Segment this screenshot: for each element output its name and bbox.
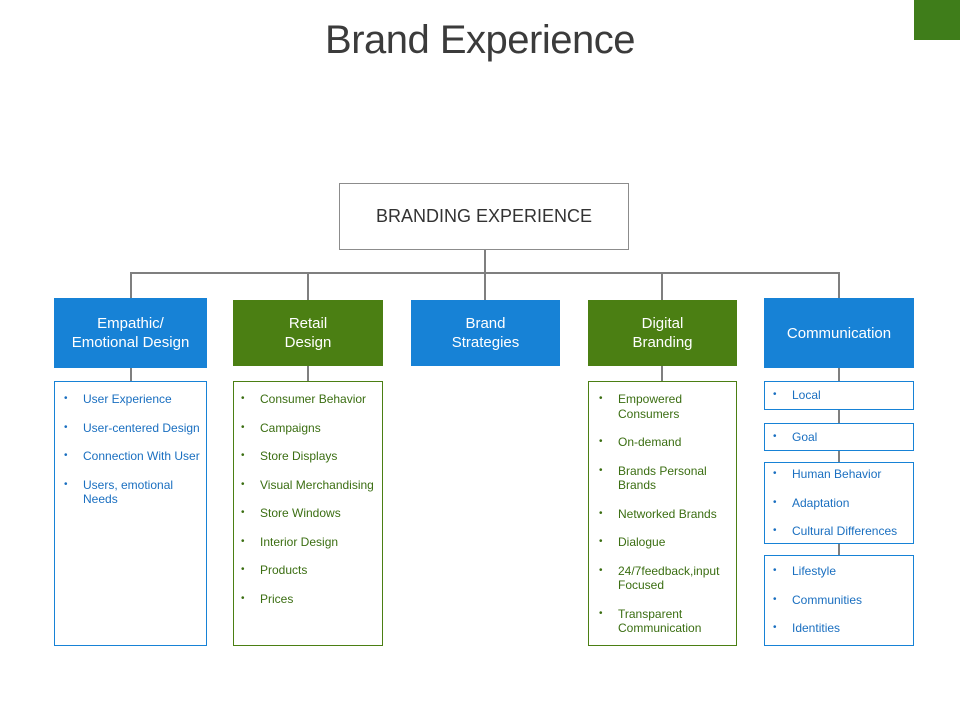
list-item: Communities xyxy=(773,593,913,608)
connector-root-down xyxy=(484,250,486,273)
list-retail-design: Consumer Behavior Campaigns Store Displa… xyxy=(233,381,383,646)
list-empathic-emotional-design: User Experience User-centered Design Con… xyxy=(54,381,207,646)
connector-comm-c xyxy=(838,451,840,462)
heading-label: Retail Design xyxy=(284,315,332,351)
list-item: Store Windows xyxy=(241,506,378,521)
list-item: Human Behavior xyxy=(773,467,913,482)
connector-comm-d xyxy=(838,544,840,555)
connector-head-2-list xyxy=(307,366,309,381)
heading-label: Empathic/ Emotional Design xyxy=(71,315,190,351)
list-item: 24/7feedback,input Focused xyxy=(599,564,728,593)
list-item: Dialogue xyxy=(599,535,728,550)
list-item: Lifestyle xyxy=(773,564,913,579)
connector-head-1-list xyxy=(130,368,132,381)
group-lifestyle: Lifestyle Communities Identities xyxy=(764,555,914,646)
list-item: Connection With User xyxy=(64,449,200,464)
list-item: Store Displays xyxy=(241,449,378,464)
connector-col-5 xyxy=(838,272,840,299)
heading-label: Brand Strategies xyxy=(451,315,520,351)
slide-title: Brand Experience xyxy=(325,18,635,62)
connector-col-4 xyxy=(661,272,663,300)
connector-col-2 xyxy=(307,272,309,300)
list-item: Consumer Behavior xyxy=(241,392,378,407)
list-item: Campaigns xyxy=(241,421,378,436)
connector-comm-b xyxy=(838,409,840,423)
list-item: On-demand xyxy=(599,435,728,450)
root-node-label: BRANDING EXPERIENCE xyxy=(375,206,593,226)
corner-accent xyxy=(914,0,960,40)
list-item: Cultural Differences xyxy=(773,524,913,539)
list-item: Adaptation xyxy=(773,496,913,511)
heading-label: Digital Branding xyxy=(632,315,693,351)
list-item: Empowered Consumers xyxy=(599,392,728,421)
list-item: Interior Design xyxy=(241,535,378,550)
group-human-behavior: Human Behavior Adaptation Cultural Diffe… xyxy=(764,462,914,544)
group-goal: Goal xyxy=(764,423,914,451)
list-item: Goal xyxy=(773,430,818,445)
list-item: Visual Merchandising xyxy=(241,478,378,493)
list-item: Products xyxy=(241,563,378,578)
list-item: Prices xyxy=(241,592,378,607)
heading-retail-design: Retail Design xyxy=(233,300,383,366)
list-item: Brands Personal Brands xyxy=(599,464,728,493)
connector-comm-a xyxy=(838,368,840,381)
list-item: Users, emotional Needs xyxy=(64,478,200,507)
heading-empathic-emotional-design: Empathic/ Emotional Design xyxy=(54,298,207,368)
connector-head-4-list xyxy=(661,366,663,381)
connector-col-1 xyxy=(130,272,132,299)
list-item: Identities xyxy=(773,621,913,636)
list-item: Networked Brands xyxy=(599,507,728,522)
list-item: User Experience xyxy=(64,392,200,407)
heading-digital-branding: Digital Branding xyxy=(588,300,737,366)
root-node: BRANDING EXPERIENCE xyxy=(339,183,629,250)
group-local: Local xyxy=(764,381,914,410)
heading-brand-strategies: Brand Strategies xyxy=(411,300,560,366)
list-item: User-centered Design xyxy=(64,421,200,436)
connector-col-3 xyxy=(484,272,486,300)
heading-communication: Communication xyxy=(764,298,914,368)
list-digital-branding: Empowered Consumers On-demand Brands Per… xyxy=(588,381,737,646)
list-item: Local xyxy=(773,388,820,403)
list-item: Transparent Communication xyxy=(599,607,728,636)
heading-label: Communication xyxy=(786,324,892,342)
